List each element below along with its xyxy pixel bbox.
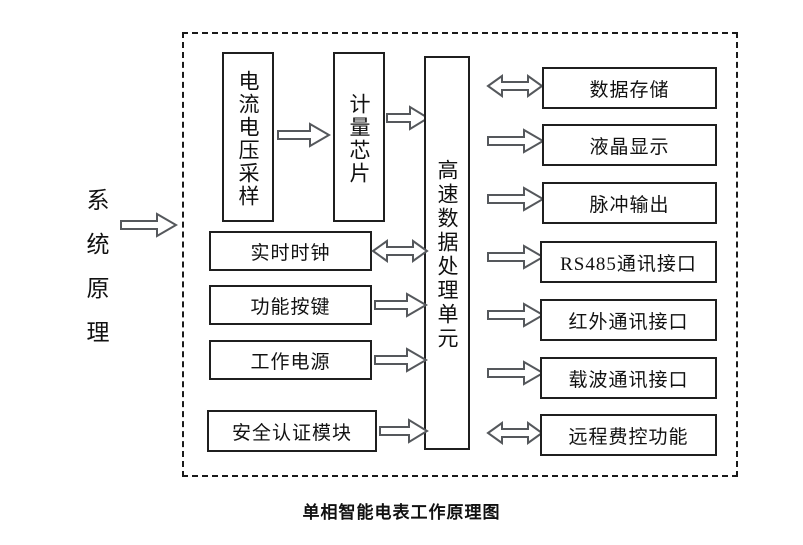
node-pulse-output[interactable]: 脉冲输出 xyxy=(542,182,717,224)
arrow-sampling-to-chip xyxy=(277,122,331,148)
arrow-processing-storage-bidirectional xyxy=(486,73,544,99)
system-input-arrow-icon xyxy=(120,212,178,238)
system-principle-label: 系 统 原 理 xyxy=(78,178,118,354)
diagram-caption: 单相智能电表工作原理图 xyxy=(302,503,501,522)
arrow-processing-to-infrared xyxy=(487,302,545,328)
node-processing-unit-label: 高速数据处理单元 xyxy=(435,159,460,351)
node-carrier-interface[interactable]: 载波通讯接口 xyxy=(540,357,717,399)
arrow-function-keys-to-processing xyxy=(374,292,428,318)
node-metering-chip[interactable]: 计量芯片 xyxy=(333,52,385,222)
node-lcd-display[interactable]: 液晶显示 xyxy=(542,124,717,166)
system-boundary-frame xyxy=(182,32,738,477)
node-rs485-interface-label: RS485通讯接口 xyxy=(560,253,697,275)
arrow-rtc-processing-bidirectional xyxy=(371,238,429,264)
node-function-keys-label: 功能按键 xyxy=(250,296,331,318)
node-lcd-display-label: 液晶显示 xyxy=(589,136,670,158)
node-sampling-label: 电流电压采样 xyxy=(236,70,261,208)
node-infrared-interface-label: 红外通讯接口 xyxy=(568,311,689,333)
node-infrared-interface[interactable]: 红外通讯接口 xyxy=(540,299,717,341)
node-rs485-interface[interactable]: RS485通讯接口 xyxy=(540,241,717,283)
system-label-char-1: 系 xyxy=(86,187,110,213)
system-label-char-4: 理 xyxy=(86,319,110,345)
node-data-storage-label: 数据存储 xyxy=(589,79,670,101)
system-label-char-3: 原 xyxy=(86,275,110,301)
node-remote-fee-control-label: 远程费控功能 xyxy=(568,426,689,448)
node-rtc-label: 实时时钟 xyxy=(250,242,331,264)
node-security-module[interactable]: 安全认证模块 xyxy=(207,410,377,452)
arrow-processing-to-pulse-output xyxy=(487,186,545,212)
node-data-storage[interactable]: 数据存储 xyxy=(542,67,717,109)
node-rtc[interactable]: 实时时钟 xyxy=(209,231,372,271)
node-power-supply-label: 工作电源 xyxy=(250,351,331,373)
arrow-processing-remote-fee-bidirectional xyxy=(486,420,544,446)
node-pulse-output-label: 脉冲输出 xyxy=(589,194,670,216)
node-metering-chip-label: 计量芯片 xyxy=(347,93,372,185)
node-power-supply[interactable]: 工作电源 xyxy=(209,340,372,380)
arrow-security-to-processing xyxy=(379,418,429,444)
arrow-processing-to-rs485 xyxy=(487,244,545,270)
node-security-module-label: 安全认证模块 xyxy=(231,422,352,444)
node-carrier-interface-label: 载波通讯接口 xyxy=(568,369,689,391)
arrow-power-supply-to-processing xyxy=(374,347,428,373)
system-label-char-2: 统 xyxy=(86,231,110,257)
arrow-processing-to-lcd xyxy=(487,128,545,154)
node-sampling[interactable]: 电流电压采样 xyxy=(222,52,274,222)
node-processing-unit[interactable]: 高速数据处理单元 xyxy=(424,56,470,450)
node-remote-fee-control[interactable]: 远程费控功能 xyxy=(540,414,717,456)
arrow-chip-to-processing xyxy=(386,105,430,131)
node-function-keys[interactable]: 功能按键 xyxy=(209,285,372,325)
arrow-processing-to-carrier xyxy=(487,360,545,386)
